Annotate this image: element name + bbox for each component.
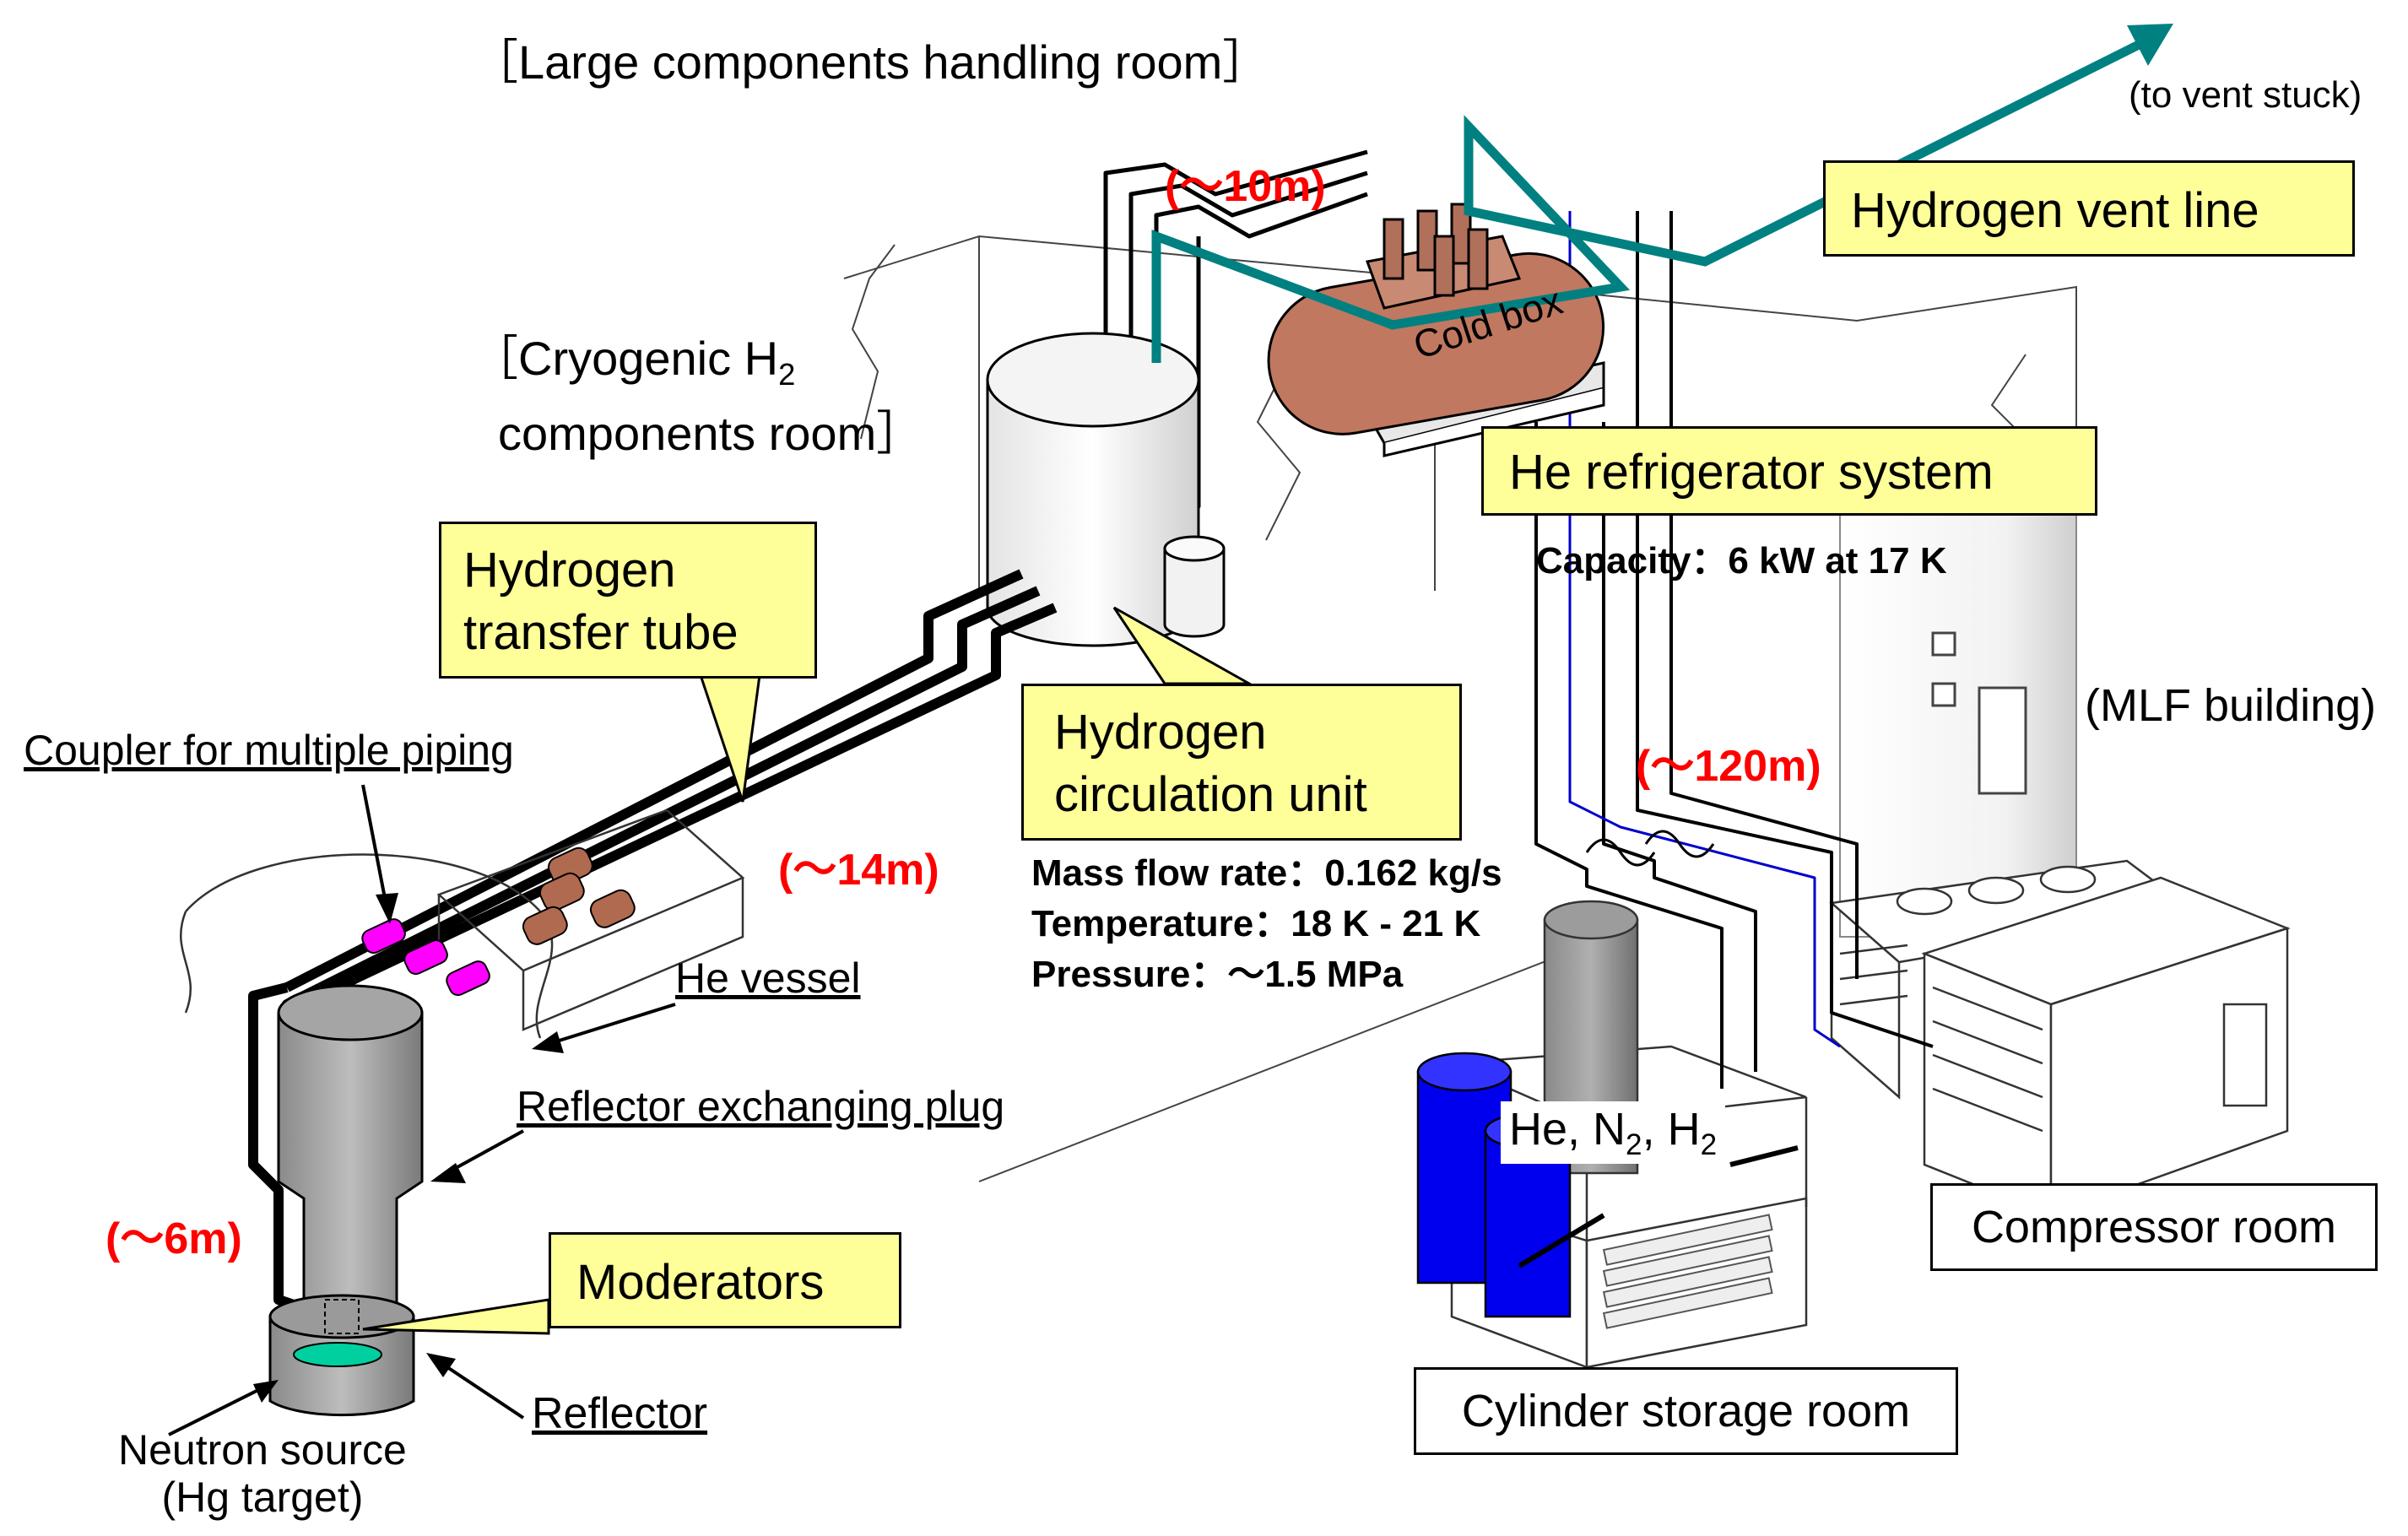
- vent-line-label: Hydrogen vent line: [1851, 183, 2259, 238]
- mlf-window-1: [1931, 631, 1956, 657]
- pipe-break-marks: [1585, 830, 1715, 867]
- neutron-line2: (Hg target): [161, 1474, 364, 1521]
- moderators-label: Moderators: [576, 1255, 825, 1310]
- vent-arrow-head: [2127, 24, 2173, 66]
- cryogenic-sub: 2: [778, 357, 796, 392]
- capacity-spec: Capacity：6 kW at 17 K: [1536, 540, 1947, 581]
- leader-arrow-heads: [253, 893, 564, 1403]
- couplers: [361, 918, 490, 997]
- cold-box: [1267, 203, 1605, 457]
- circulation-line1: Hydrogen: [1054, 705, 1267, 760]
- distance-10m: (～10m): [1165, 162, 1326, 211]
- temperature-spec: Temperature：18 K - 21 K: [1031, 903, 1481, 944]
- pipe-fittings: [522, 846, 636, 945]
- blue-gas-cylinders: [1416, 1052, 1572, 1318]
- moderator-box: [324, 1299, 360, 1334]
- compressor-room-label: Compressor room: [1971, 1202, 2337, 1252]
- neutron-line1: Neutron source: [118, 1426, 407, 1474]
- moderator-disc: [293, 1342, 382, 1367]
- he-refrigerator-label: He refrigerator system: [1509, 445, 1994, 500]
- compressor-fan-unit: [1829, 859, 2198, 1100]
- cryogenic-room: ［Cryogenic H2 components room］: [471, 329, 923, 463]
- distance-14m: (～14m): [778, 846, 939, 895]
- he-refrigerator-callout: He refrigerator system: [1481, 426, 2097, 516]
- mlf-door: [1978, 686, 2027, 795]
- transfer-tube-line2: transfer tube: [463, 605, 739, 660]
- neutron-source-label: Neutron source (Hg target): [118, 1426, 407, 1521]
- circulation-unit-tank: [986, 332, 1226, 647]
- mlf-building-label: (MLF building): [2085, 680, 2377, 731]
- moderators-callout: Moderators: [549, 1232, 901, 1328]
- pressure-spec: Pressure：～1.5 MPa: [1031, 954, 1404, 995]
- vent-line: [1151, 30, 2163, 363]
- large-components-room: ［Large components handling room］: [471, 35, 1270, 89]
- transfer-tube-line1: Hydrogen: [463, 543, 676, 598]
- cylinder-room-label: Cylinder storage room: [1461, 1386, 1911, 1436]
- transfer-tube-callout: Hydrogen transfer tube: [439, 522, 817, 679]
- mass-flow-spec: Mass flow rate：0.162 kg/s: [1031, 852, 1502, 894]
- reflector-plug-label: Reflector exchanging plug: [517, 1083, 1005, 1130]
- compressor-room-box: Compressor room: [1930, 1183, 2378, 1271]
- stacked-cylinders: [1602, 1214, 1773, 1329]
- cryogenic-line1: ［Cryogenic H: [471, 332, 779, 385]
- gases-label: He, N2, H2: [1501, 1101, 1726, 1164]
- coupler-label: Coupler for multiple piping: [24, 727, 514, 774]
- compressor-house: [1921, 876, 2291, 1217]
- cylinder-room-box: Cylinder storage room: [1414, 1367, 1958, 1455]
- reflector-label: Reflector: [532, 1389, 708, 1438]
- to-vent-label: (to vent stuck): [2129, 74, 2362, 116]
- cryogenic-line2: components room］: [498, 407, 924, 461]
- he-vessel-label: He vessel: [675, 955, 861, 1002]
- circulation-specs: Mass flow rate：0.162 kg/s Temperature：18…: [1031, 848, 1502, 1000]
- distance-120m: (～120m): [1636, 742, 1821, 791]
- vent-line-callout: Hydrogen vent line: [1823, 160, 2355, 257]
- circulation-callout: Hydrogen circulation unit: [1021, 684, 1462, 841]
- distance-6m: (～6m): [106, 1214, 242, 1263]
- circulation-line2: circulation unit: [1054, 767, 1367, 822]
- mlf-window-2: [1931, 682, 1956, 707]
